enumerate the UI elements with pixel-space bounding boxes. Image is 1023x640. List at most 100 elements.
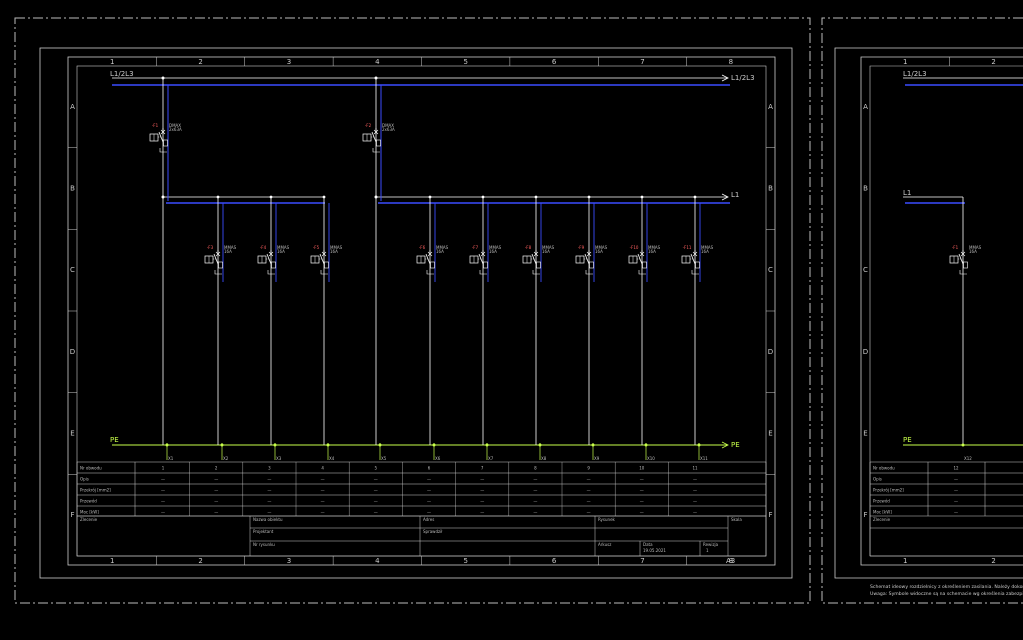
sheet1-title-block bbox=[76, 515, 767, 557]
svg-text:Skala: Skala bbox=[731, 517, 742, 522]
circuit-cell: — bbox=[640, 510, 644, 515]
column-marker-top: 4 bbox=[375, 58, 380, 66]
column-marker-top: 2 bbox=[198, 58, 202, 66]
terminal-label: X6 bbox=[435, 456, 441, 461]
circuit-cell: — bbox=[214, 488, 218, 493]
sheet2-circuit-cell: — bbox=[954, 477, 958, 482]
sheet2-bus-mid-label: L1 bbox=[903, 189, 911, 197]
svg-text:19.05.2021: 19.05.2021 bbox=[643, 548, 666, 553]
terminal-label: X5 bbox=[381, 456, 387, 461]
sheet2-row-marker: B bbox=[863, 185, 868, 193]
sheet1-drawing-area bbox=[76, 65, 767, 557]
circuit-row-label: Nr obwodu bbox=[80, 466, 102, 471]
sheet2-circuit-row-label: Moc [kW] bbox=[873, 510, 892, 515]
column-marker-bottom: 4 bbox=[375, 557, 380, 565]
breaker-rating: 16A bbox=[542, 249, 550, 254]
sheet1-top-bus[interactable] bbox=[112, 74, 730, 86]
terminal-label: X7 bbox=[488, 456, 494, 461]
column-marker-top: 3 bbox=[287, 58, 291, 66]
sheet2-column-marker-bottom: 2 bbox=[991, 557, 995, 565]
sheet2-circuit-row-label: Przewód bbox=[873, 499, 890, 504]
breaker-desc: MMAS bbox=[489, 245, 502, 250]
circuit-cell: — bbox=[321, 488, 325, 493]
sheet2-column-marker-bottom: 1 bbox=[903, 557, 907, 565]
pe-node bbox=[326, 443, 330, 447]
branch-junction bbox=[481, 195, 485, 199]
breaker-rating: 16A bbox=[701, 249, 709, 254]
circuit-cell: — bbox=[587, 510, 591, 515]
sheet2-title-cell: Zlecenie bbox=[873, 517, 891, 522]
sheet2-column-marker-top: 1 bbox=[903, 58, 907, 66]
row-marker-right: E bbox=[768, 430, 772, 438]
circuit-cell: — bbox=[480, 477, 484, 482]
sheet1-circuit-table bbox=[76, 461, 767, 517]
bus-top-label-right: L1/2L3 bbox=[731, 74, 755, 82]
breaker-desc: MMAS bbox=[969, 245, 982, 250]
branch-junction bbox=[693, 195, 697, 199]
row-marker-left: C bbox=[70, 266, 75, 274]
circuit-cell: — bbox=[640, 499, 644, 504]
breaker-tag: -F11 bbox=[683, 245, 692, 250]
format-label: A3 bbox=[726, 557, 735, 565]
pe-label-right: PE bbox=[731, 441, 740, 449]
sheet2-mid-bus[interactable] bbox=[903, 196, 965, 204]
svg-text:Nazwa obiektu: Nazwa obiektu bbox=[253, 517, 283, 522]
breaker-rating: 16A bbox=[436, 249, 444, 254]
pe-node bbox=[644, 443, 648, 447]
sheet2-bus-top-label: L1/2L3 bbox=[903, 70, 927, 78]
breaker-desc: MMAS bbox=[224, 245, 237, 250]
circuit-cell: — bbox=[267, 499, 271, 504]
circuit-cell: — bbox=[321, 510, 325, 515]
pe-node bbox=[378, 443, 382, 447]
terminal-label: X9 bbox=[594, 456, 600, 461]
sheet2-top-bus[interactable] bbox=[903, 77, 1023, 86]
row-marker-right: D bbox=[768, 348, 773, 356]
breaker-desc: DMAX bbox=[169, 123, 181, 128]
circuit-number: 11 bbox=[692, 466, 698, 471]
sheet1-mid-bus[interactable] bbox=[163, 193, 730, 204]
breaker-rating: 16A bbox=[277, 249, 285, 254]
terminal-label: X1 bbox=[168, 456, 174, 461]
column-marker-bottom: 1 bbox=[110, 557, 114, 565]
circuit-number: 8 bbox=[534, 466, 537, 471]
breaker-rating: 16A bbox=[648, 249, 656, 254]
circuit-number: 5 bbox=[375, 466, 378, 471]
branch-junction bbox=[428, 195, 432, 199]
pe-node bbox=[538, 443, 542, 447]
circuit-cell: — bbox=[161, 488, 165, 493]
breaker-tag: -F5 bbox=[313, 245, 320, 250]
sheet1-inner-frame bbox=[67, 56, 776, 566]
row-marker-left: F bbox=[70, 511, 74, 519]
circuit-cell: — bbox=[267, 477, 271, 482]
circuit-cell: — bbox=[640, 477, 644, 482]
breaker-rating: 16A bbox=[489, 249, 497, 254]
circuit-number: 4 bbox=[321, 466, 324, 471]
row-marker-left: E bbox=[70, 430, 74, 438]
circuit-cell: — bbox=[321, 499, 325, 504]
sheet2-circuit-table bbox=[869, 461, 1023, 557]
sheet2-pe-label: PE bbox=[903, 436, 912, 444]
pe-node bbox=[432, 443, 436, 447]
breaker-desc: DMAX bbox=[382, 123, 394, 128]
column-marker-top: 7 bbox=[640, 58, 644, 66]
circuit-cell: — bbox=[480, 510, 484, 515]
pe-node bbox=[591, 443, 595, 447]
sheet1-frame bbox=[39, 47, 793, 579]
breaker-rating: 2x63A bbox=[169, 127, 182, 132]
circuit-cell: — bbox=[267, 488, 271, 493]
sheet2-pe-node bbox=[961, 443, 965, 447]
circuit-number: 6 bbox=[428, 466, 431, 471]
circuit-cell: — bbox=[214, 510, 218, 515]
sheet2-circuit-row-label: Przekrój [mm2] bbox=[873, 488, 904, 493]
sheet1-pe-bus[interactable] bbox=[112, 441, 729, 449]
sheet2-column-marker-top: 2 bbox=[991, 58, 995, 66]
sheet2-inner-frame bbox=[860, 56, 1023, 566]
